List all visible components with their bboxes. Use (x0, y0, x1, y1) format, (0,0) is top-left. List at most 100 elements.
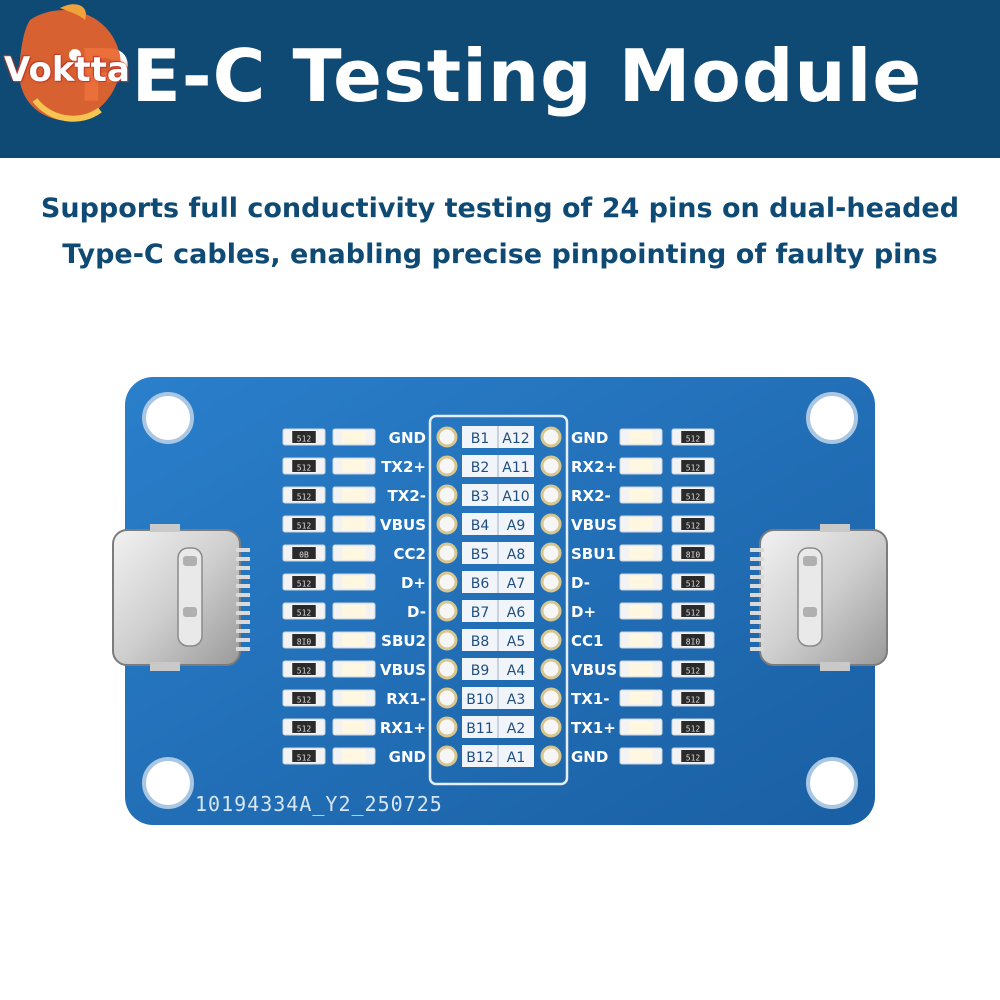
right-test-pad (540, 716, 562, 738)
left-led-body (342, 605, 366, 617)
pin-b-label: B6 (471, 576, 490, 592)
right-led (619, 747, 663, 765)
left-led (332, 457, 376, 475)
connector-pin (236, 620, 250, 624)
pin-b-label: B5 (471, 547, 490, 563)
right-pin-label: RX2+ (571, 458, 617, 476)
pin-b-label: B3 (471, 489, 490, 505)
right-resistor: 512 (671, 428, 715, 446)
pcb-part-code: 10194334A_Y2_250725 (195, 792, 443, 816)
header-banner: PE-C Testing Module (0, 0, 1000, 158)
pin-b-label: B1 (471, 431, 490, 447)
left-resistor-code: 512 (297, 522, 312, 531)
left-led (332, 631, 376, 649)
pin-a-label: A1 (507, 750, 525, 766)
right-resistor-body (681, 605, 705, 617)
left-led-body (342, 518, 366, 530)
right-resistor-body (681, 547, 705, 559)
right-pin-label: VBUS (571, 661, 617, 679)
logo-fish-icon (19, 4, 121, 122)
subtitle-line-1: Supports full conductivity testing of 24… (40, 193, 960, 224)
connector-pin (750, 629, 764, 633)
right-resistor: 8I0 (671, 544, 715, 562)
left-pin-label: GND (389, 748, 426, 766)
connector-pin (236, 602, 250, 606)
connector-pin (750, 584, 764, 588)
right-resistor-body (681, 692, 705, 704)
left-test-pad (436, 542, 458, 564)
pin-a-label: A9 (507, 518, 525, 534)
left-resistor-code: 8I0 (297, 638, 312, 647)
left-pin-label: D+ (401, 574, 426, 592)
right-led-body (629, 750, 653, 762)
right-resistor-code: 512 (686, 435, 701, 444)
left-led (332, 428, 376, 446)
connector-pin (750, 557, 764, 561)
pin-b-label: B4 (471, 518, 490, 534)
right-led (619, 457, 663, 475)
left-resistor-body (292, 634, 316, 646)
left-resistor-body (292, 431, 316, 443)
subtitle-line-2: Type-C cables, enabling precise pinpoint… (62, 239, 938, 270)
left-pin-label: TX2- (388, 487, 426, 505)
right-led-body (629, 518, 653, 530)
left-resistor-code: 0B (299, 551, 309, 560)
left-led-body (342, 721, 366, 733)
connector-pin (750, 593, 764, 597)
mounting-hole (806, 392, 858, 444)
right-resistor: 512 (671, 573, 715, 591)
pin-a-label: A4 (507, 663, 526, 679)
pin-b-label: B9 (471, 663, 490, 679)
left-led-body (342, 750, 366, 762)
left-resistor-body (292, 547, 316, 559)
left-resistor-code: 512 (297, 580, 312, 589)
left-test-pad (436, 426, 458, 448)
left-led-body (342, 576, 366, 588)
pin-b-label: B10 (466, 692, 493, 708)
left-led (332, 718, 376, 736)
connector-pin (236, 557, 250, 561)
left-led (332, 747, 376, 765)
right-pin-label: SBU1 (571, 545, 616, 563)
right-resistor: 8I0 (671, 631, 715, 649)
left-resistor-body (292, 518, 316, 530)
left-resistor-body (292, 460, 316, 472)
right-test-pad (540, 600, 562, 622)
left-resistor: 512 (282, 457, 326, 475)
right-test-pad (540, 542, 562, 564)
pin-a-label: A7 (507, 576, 525, 592)
left-test-pad (436, 455, 458, 477)
right-led (619, 573, 663, 591)
left-resistor-body (292, 750, 316, 762)
pin-b-label: B8 (471, 634, 490, 650)
mounting-hole (142, 757, 194, 809)
left-resistor: 0B (282, 544, 326, 562)
left-resistor: 512 (282, 428, 326, 446)
connector-pin (236, 629, 250, 633)
right-resistor-body (681, 721, 705, 733)
right-led-body (629, 605, 653, 617)
left-resistor-code: 512 (297, 609, 312, 618)
right-pin-label: RX2- (571, 487, 611, 505)
right-resistor: 512 (671, 486, 715, 504)
right-pin-label: D+ (571, 603, 596, 621)
left-resistor-body (292, 489, 316, 501)
connector-pin (236, 584, 250, 588)
pin-a-label: A2 (507, 721, 525, 737)
right-led-body (629, 663, 653, 675)
connector-pin (236, 647, 250, 651)
connector-pin (750, 566, 764, 570)
left-test-pad (436, 745, 458, 767)
right-test-pad (540, 687, 562, 709)
right-resistor-body (681, 750, 705, 762)
connector-pin (750, 548, 764, 552)
right-led (619, 602, 663, 620)
pin-a-label: A3 (507, 692, 525, 708)
left-pin-label: VBUS (380, 661, 426, 679)
left-resistor: 512 (282, 515, 326, 533)
pin-a-label: A8 (507, 547, 525, 563)
left-resistor-code: 512 (297, 667, 312, 676)
right-resistor-code: 512 (686, 493, 701, 502)
left-pin-label: SBU2 (381, 632, 426, 650)
